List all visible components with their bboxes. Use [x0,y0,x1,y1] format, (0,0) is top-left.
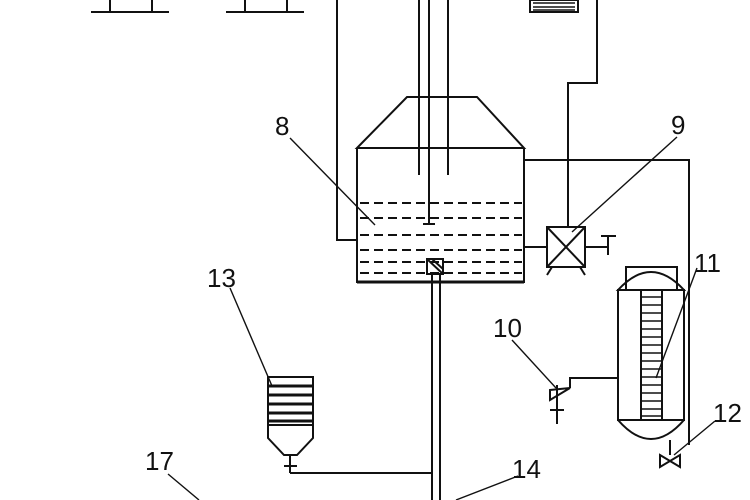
leader-lines [167,136,716,500]
label-9: 9 [671,110,685,140]
top-filter-unit [529,0,579,13]
label-14: 14 [512,454,541,484]
label-11: 11 [694,248,721,278]
reactor-vessel-8 [354,96,527,284]
discharge-pipe [431,274,441,500]
filter-return-pipe [567,0,598,227]
label-17: 17 [145,446,174,476]
vessel-outlet-valve [426,258,444,275]
valve-10 [549,377,618,424]
heat-exchanger-11 [615,266,687,440]
column-13 [267,376,314,473]
pump-tap [585,235,616,255]
return-loop-pipe [524,159,690,445]
valve-12 [659,440,681,469]
stirrer-shaft [418,0,449,225]
pump-9 [546,226,586,276]
top-stand-left [91,0,169,13]
label-8: 8 [275,111,289,141]
label-13: 13 [207,263,236,293]
top-stand-right [226,0,304,13]
left-feed-pipe [336,0,358,241]
label-10: 10 [493,313,522,343]
label-12: 12 [713,398,742,428]
exchanger-packing [641,296,662,417]
